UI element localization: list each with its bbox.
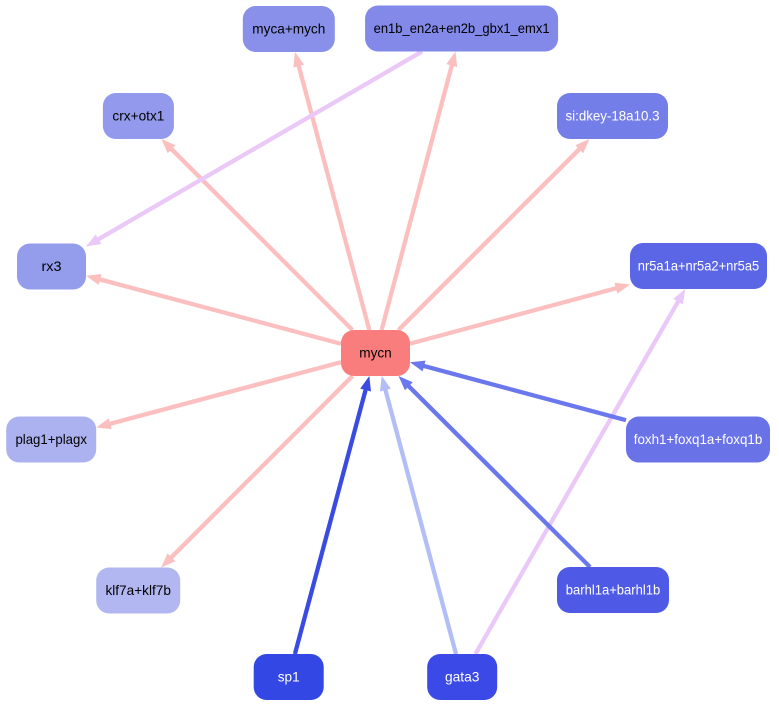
svg-text:nr5a1a+nr5a2+nr5a5: nr5a1a+nr5a2+nr5a5	[638, 258, 760, 274]
svg-text:mycn: mycn	[359, 345, 392, 361]
svg-text:sp1: sp1	[278, 669, 300, 685]
svg-text:gata3: gata3	[445, 669, 480, 685]
svg-text:rx3: rx3	[42, 258, 62, 274]
svg-text:barhl1a+barhl1b: barhl1a+barhl1b	[566, 582, 661, 598]
svg-text:en1b_en2a+en2b_gbx1_emx1: en1b_en2a+en2b_gbx1_emx1	[374, 20, 550, 36]
svg-text:foxh1+foxq1a+foxq1b: foxh1+foxq1a+foxq1b	[634, 431, 763, 447]
svg-text:klf7a+klf7b: klf7a+klf7b	[105, 582, 171, 598]
svg-text:si:dkey-18a10.3: si:dkey-18a10.3	[566, 108, 660, 124]
svg-text:plag1+plagx: plag1+plagx	[15, 431, 87, 447]
svg-text:myca+mych: myca+mych	[252, 21, 325, 37]
svg-text:crx+otx1: crx+otx1	[112, 108, 164, 124]
